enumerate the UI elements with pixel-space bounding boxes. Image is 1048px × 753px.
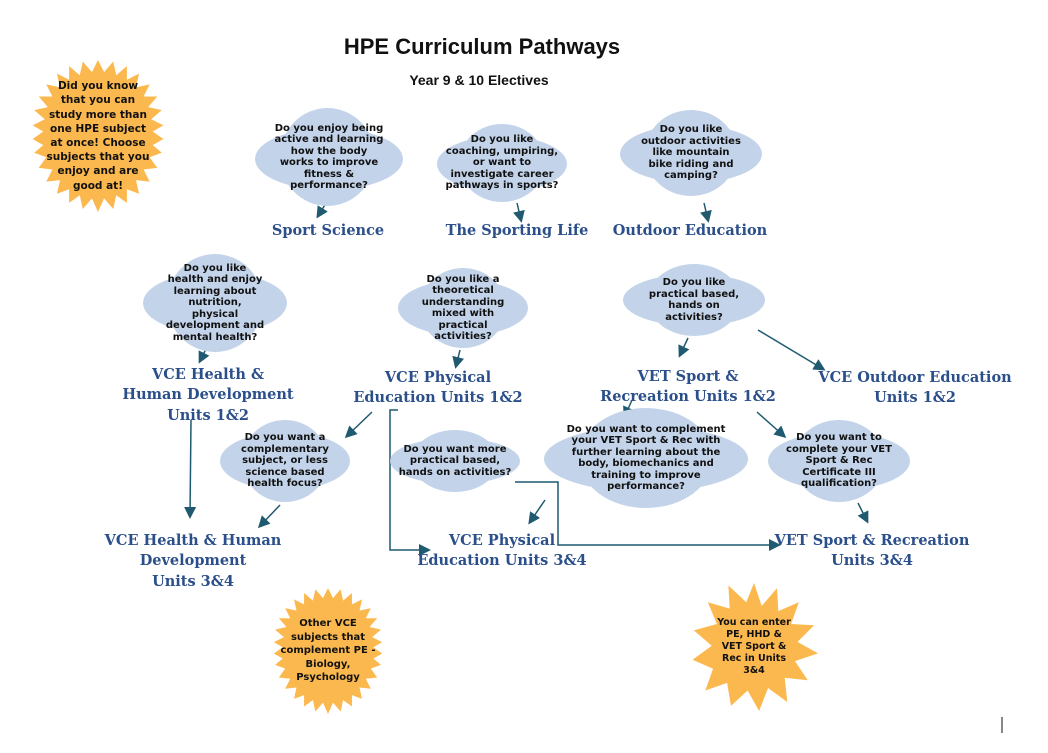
subject-sport-science: Sport Science	[271, 222, 385, 239]
subject-vce-hhd-34: VCE Health & Human Development Units 3&4	[104, 532, 282, 590]
question-cloud: Do you like outdoor activities like moun…	[620, 110, 762, 196]
question-cloud: Do you like practical based, hands on ac…	[623, 264, 765, 336]
arrow	[700, 202, 712, 223]
question-cloud: Do you want a complementary subject, or …	[220, 420, 350, 502]
question-cloud: Do you like health and enjoy learning ab…	[143, 254, 287, 352]
arrow	[756, 411, 787, 438]
question-cloud: Do you like coaching, umpiring, or want …	[437, 124, 567, 202]
question-cloud: Do you enjoy being active and learning h…	[255, 108, 403, 206]
subject-vet-sport-rec-34: VET Sport & Recreation Units 3&4	[774, 532, 970, 570]
arrow	[513, 202, 525, 223]
starburst-icon	[273, 588, 383, 714]
arrow	[757, 329, 826, 371]
page-subtitle: Year 9 & 10 Electives	[409, 72, 549, 88]
arrow	[857, 502, 869, 524]
question-cloud: Do you want to complete your VET Sport &…	[768, 420, 910, 502]
question-cloud: Do you want more practical based, hands …	[390, 430, 520, 492]
subject-vce-outdoor-ed-12: VCE Outdoor Education Units 1&2	[818, 369, 1012, 407]
arrow	[452, 349, 465, 369]
starburst-icon	[32, 60, 164, 212]
starburst-icon	[692, 583, 818, 711]
starburst-other-subjects: Other VCE subjects that complement PE - …	[265, 588, 391, 714]
starburst-entry-info: You can enter PE, HHD & VET Sport & Rec …	[690, 583, 818, 711]
subject-sporting-life: The Sporting Life	[445, 222, 589, 239]
arrow	[515, 481, 781, 551]
arrow	[389, 409, 431, 556]
subject-vce-pe-12: VCE Physical Education Units 1&2	[353, 369, 523, 407]
page-title: HPE Curriculum Pathways	[343, 34, 621, 59]
arrow	[344, 411, 373, 439]
arrow	[184, 419, 197, 519]
question-cloud: Do you want to complement your VET Sport…	[544, 408, 748, 508]
subject-vce-hhd-12: VCE Health & Human Development Units 1&2	[122, 366, 294, 424]
arrow	[257, 504, 281, 529]
question-cloud: Do you like a theoretical understanding …	[398, 268, 528, 348]
subject-vce-pe-34: VCE Physical Education Units 3&4	[417, 532, 587, 570]
arrow	[528, 499, 546, 525]
subject-outdoor-education: Outdoor Education	[612, 222, 768, 239]
starburst-tip: Did you know that you can study more tha…	[22, 60, 174, 212]
arrow	[678, 337, 690, 358]
subject-vet-sport-rec-12: VET Sport & Recreation Units 1&2	[600, 368, 776, 406]
